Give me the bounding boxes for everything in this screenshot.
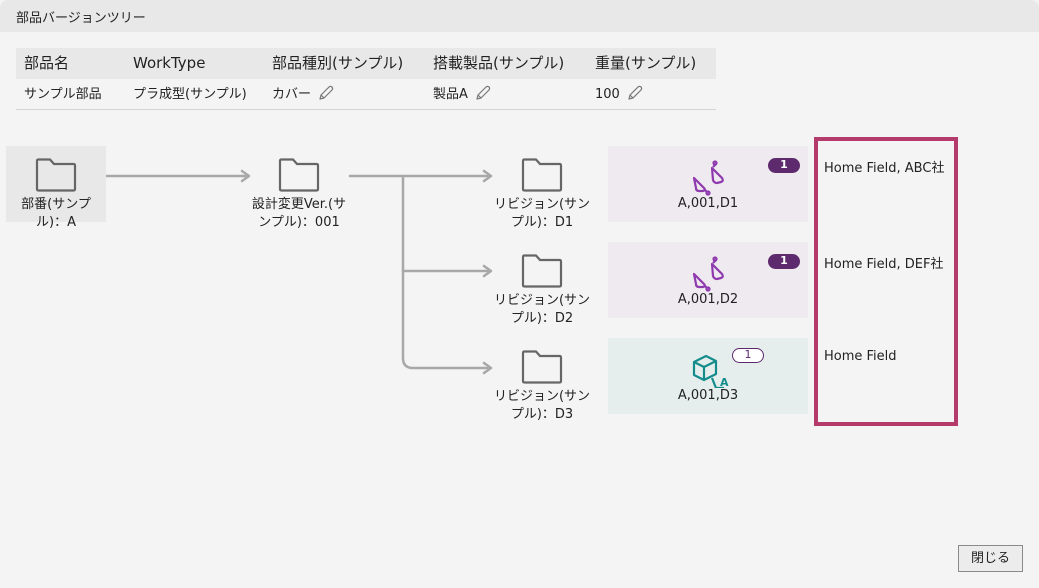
card-label: A,001,D3 xyxy=(677,388,739,403)
arrowhead xyxy=(240,169,251,183)
tree-node-version[interactable]: 設計変更Ver.(サンプル)：001 xyxy=(249,158,349,232)
folder-icon xyxy=(278,158,320,192)
folder-icon xyxy=(521,158,563,192)
svg-text:A: A xyxy=(720,376,729,388)
count-badge: 1 xyxy=(768,158,800,173)
folder-icon xyxy=(35,158,77,192)
tree-node-label: 設計変更Ver.(サンプル)：001 xyxy=(251,197,347,230)
count-badge: 1 xyxy=(768,254,800,269)
value-part-type-cell: カバー xyxy=(272,79,335,110)
field-label-d2: Home Field, DEF社 xyxy=(824,257,944,272)
selection-highlight xyxy=(6,146,106,222)
header-product: 搭載製品(サンプル) xyxy=(433,54,565,72)
value-weight-cell: 100 xyxy=(595,79,644,110)
tree-node-revision-d2[interactable]: リビジョン(サンプル)：D2 xyxy=(492,254,592,328)
connector-trunk xyxy=(401,174,492,370)
tree-node-revision-d3[interactable]: リビジョン(サンプル)：D3 xyxy=(492,350,592,424)
arrowhead xyxy=(482,361,493,375)
value-part-name: サンプル部品 xyxy=(24,87,102,102)
properties-value-row: サンプル部品 プラ成型(サンプル) カバー 製品A 100 xyxy=(16,79,716,110)
linked-parts-icon xyxy=(692,160,724,196)
edit-pencil-icon[interactable] xyxy=(317,84,335,102)
header-worktype: WorkType xyxy=(133,54,206,72)
close-button[interactable]: 閉じる xyxy=(958,545,1023,572)
tree-node-label: リビジョン(サンプル)：D2 xyxy=(493,293,591,326)
value-product-cell: 製品A xyxy=(433,79,492,110)
3d-model-icon: A xyxy=(692,354,729,388)
folder-icon xyxy=(521,350,563,384)
document-card-d3[interactable]: A A,001,D3 1 xyxy=(608,338,808,414)
value-product: 製品A xyxy=(433,87,468,102)
edit-pencil-icon[interactable] xyxy=(474,84,492,102)
field-label-d3: Home Field xyxy=(824,349,897,364)
header-part-type: 部品種別(サンプル) xyxy=(272,54,404,72)
tree-node-label: 部番(サンプル)：A xyxy=(21,197,91,230)
document-card-d1[interactable]: A,001,D1 1 xyxy=(608,146,808,222)
title-bar: 部品バージョンツリー xyxy=(0,0,1039,32)
arrowhead xyxy=(482,264,493,278)
count-badge: 1 xyxy=(732,348,764,363)
tree-node-revision-d1[interactable]: リビジョン(サンプル)：D1 xyxy=(492,158,592,232)
field-label-d1: Home Field, ABC社 xyxy=(824,161,945,176)
properties-header-row: 部品名 WorkType 部品種別(サンプル) 搭載製品(サンプル) 重量(サン… xyxy=(16,48,716,79)
tree-node-root[interactable]: 部番(サンプル)：A xyxy=(6,146,106,230)
properties-table: 部品名 WorkType 部品種別(サンプル) 搭載製品(サンプル) 重量(サン… xyxy=(16,48,716,110)
value-part-type: カバー xyxy=(272,87,312,102)
edit-pencil-icon[interactable] xyxy=(626,84,644,102)
card-label: A,001,D2 xyxy=(677,292,739,307)
value-weight: 100 xyxy=(595,87,620,102)
arrowhead xyxy=(482,169,493,183)
header-part-name: 部品名 xyxy=(24,54,70,72)
tree-node-label: リビジョン(サンプル)：D3 xyxy=(493,389,591,422)
header-weight: 重量(サンプル) xyxy=(595,54,697,72)
value-worktype: プラ成型(サンプル) xyxy=(133,87,247,102)
document-card-d2[interactable]: A,001,D2 1 xyxy=(608,242,808,318)
folder-icon xyxy=(521,254,563,288)
tree-node-label: リビジョン(サンプル)：D1 xyxy=(493,197,591,230)
card-label: A,001,D1 xyxy=(677,196,739,211)
dialog-title: 部品バージョンツリー xyxy=(16,11,146,26)
linked-parts-icon xyxy=(692,256,724,292)
field-highlight-box xyxy=(814,137,958,426)
